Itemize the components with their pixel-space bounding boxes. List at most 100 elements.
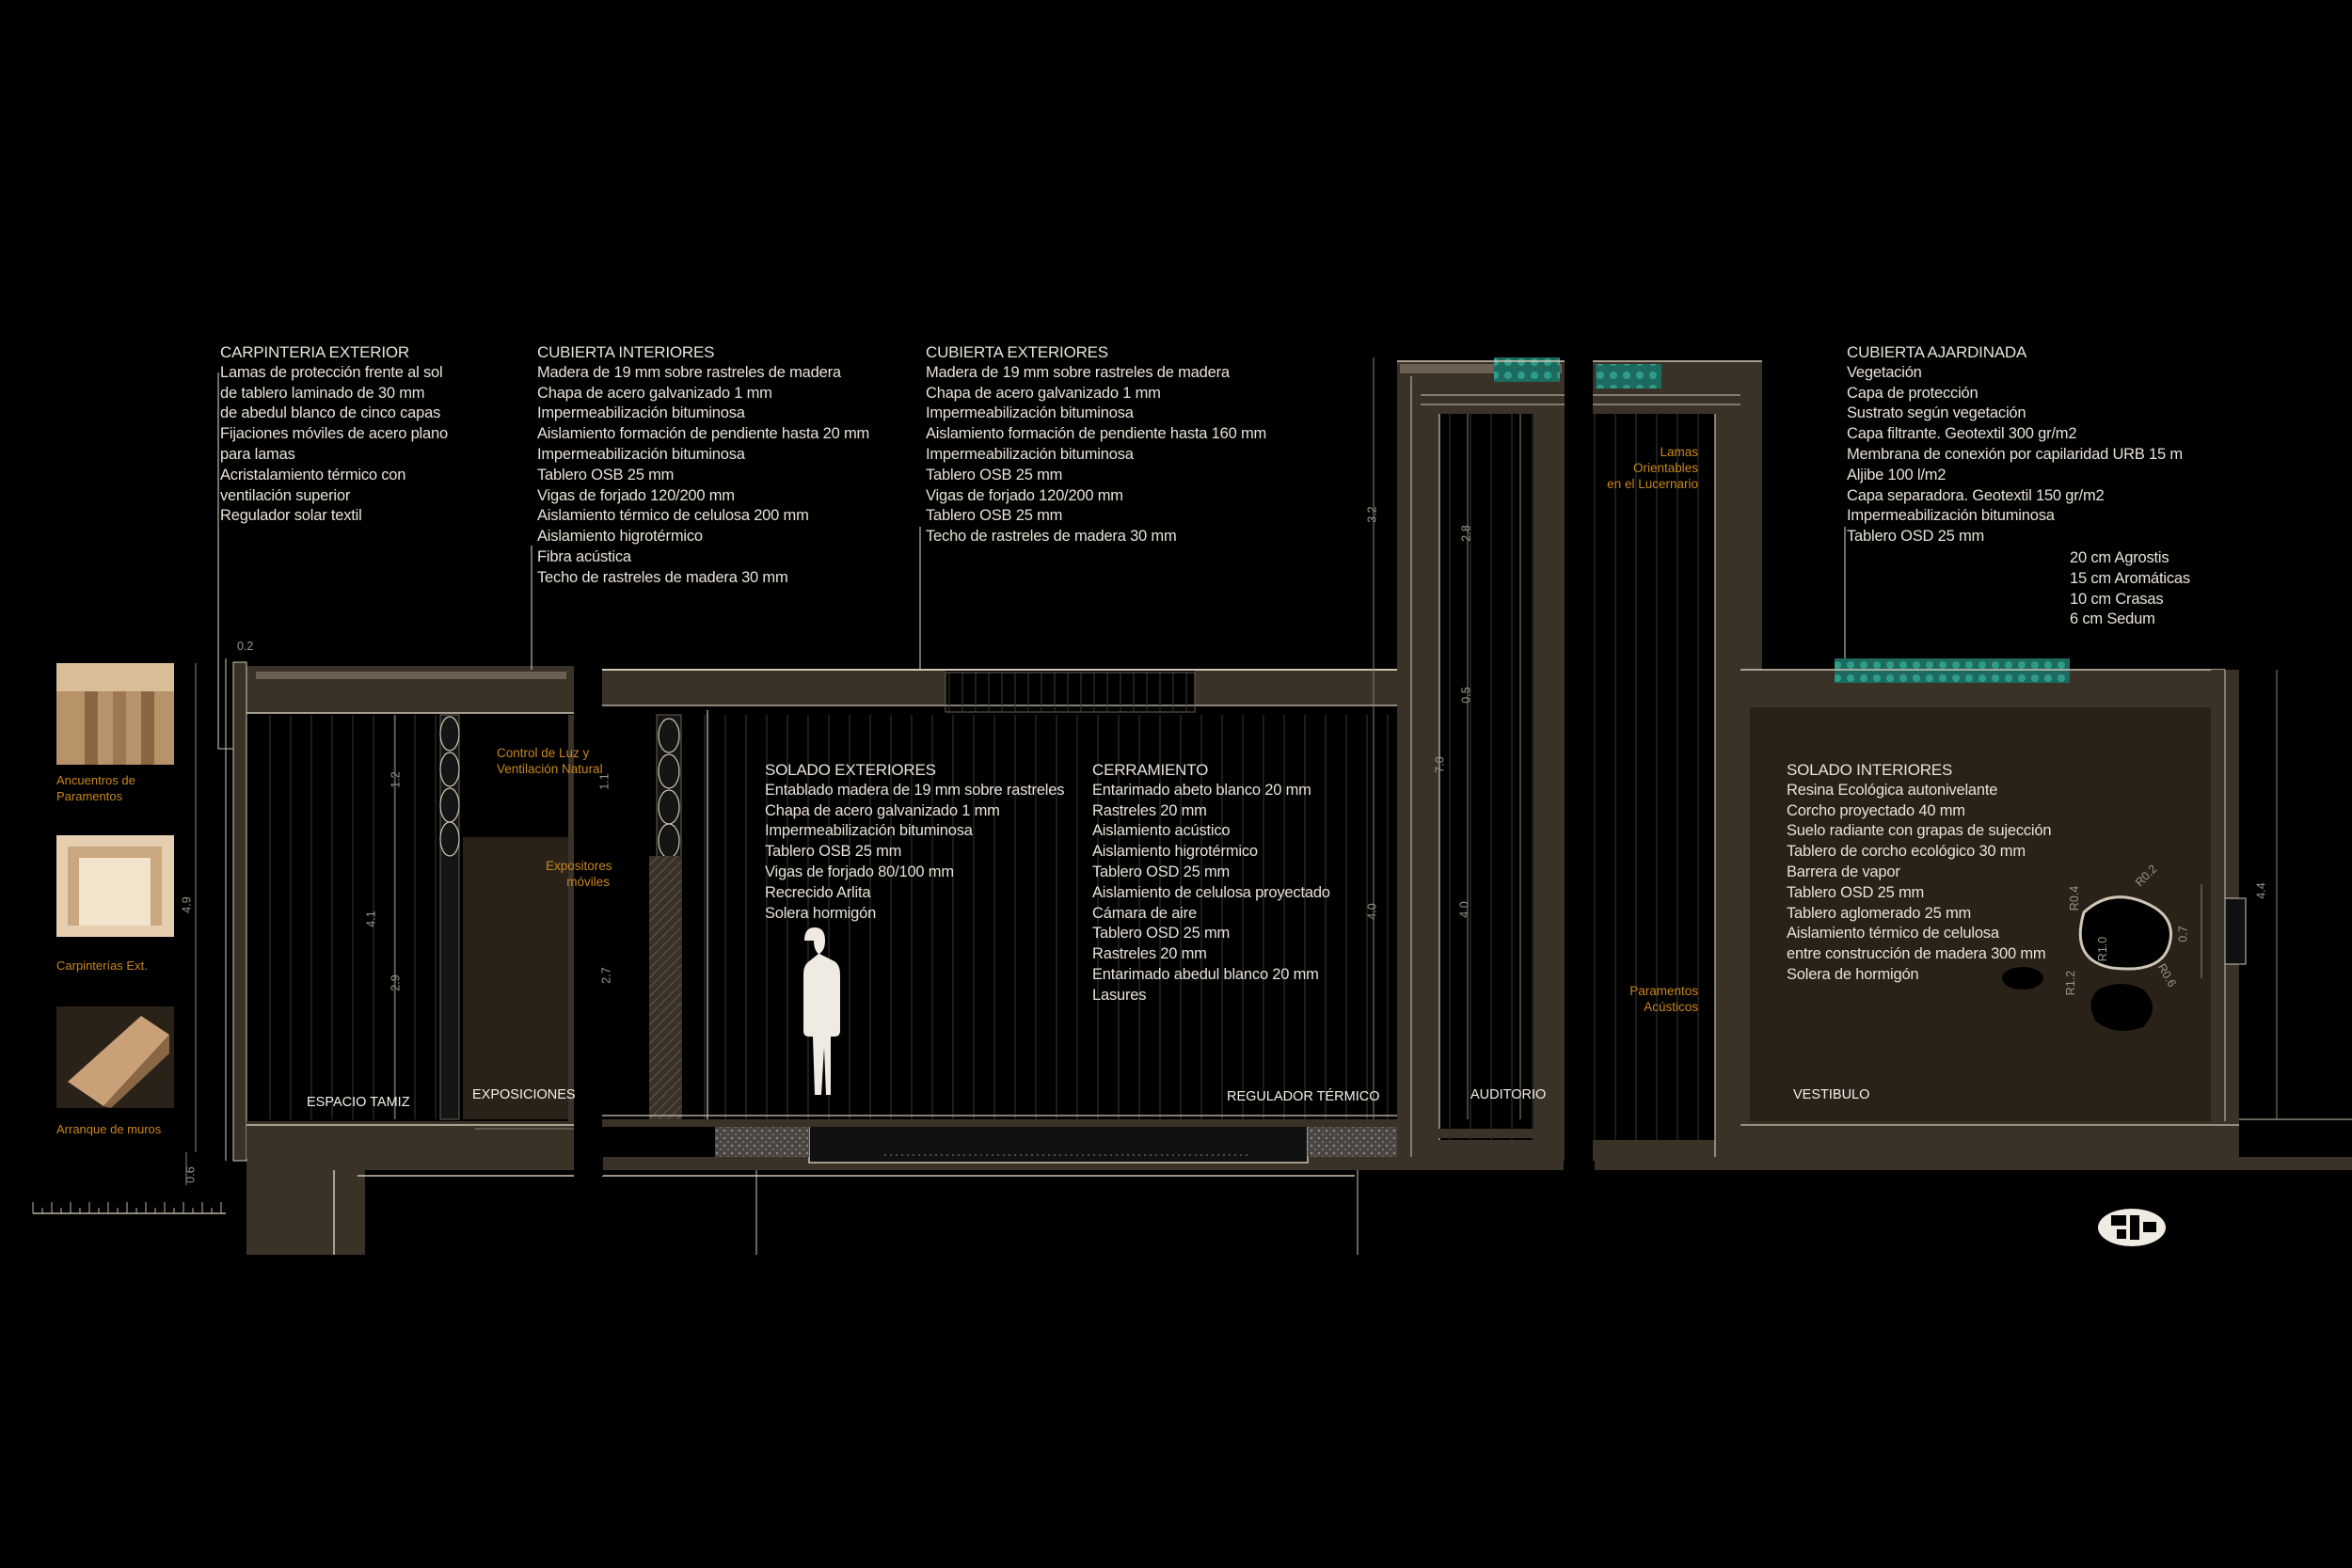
note-line: Impermeabilización bituminosa (537, 445, 745, 463)
note-line: Entarimado abedul blanco 20 mm (1092, 965, 1319, 983)
note-title: SOLADO INTERIORES (1787, 761, 1953, 779)
note-line: Resina Ecológica autonivelante (1787, 781, 1998, 799)
skylight-tower (1593, 360, 1762, 1161)
note-line: Vegetación (1847, 363, 1922, 381)
dim-4-0-a: 4.0 (1365, 903, 1379, 920)
note-line: Regulador solar textil (220, 507, 362, 525)
label-line: Acústicos (1644, 1000, 1698, 1014)
note-cubierta-exteriores: CUBIERTA EXTERIORES Madera de 19 mm sobr… (926, 342, 1266, 547)
space-label-tamiz: ESPACIO TAMIZ (307, 1095, 410, 1110)
dim-r1-0: R1.0 (2096, 936, 2110, 962)
note-line: 6 cm Sedum (2070, 610, 2155, 628)
thumb-caption-carpinterias: Carpinterías Ext. (56, 958, 148, 974)
space-label-regulador: REGULADOR TÉRMICO (1227, 1089, 1380, 1104)
note-line: Corcho proyectado 40 mm (1787, 801, 1965, 819)
note-line: Techo de rastreles de madera 30 mm (926, 528, 1177, 546)
note-line: Impermeabilización bituminosa (537, 404, 745, 422)
dim-1-1: 1.1 (597, 773, 612, 790)
human-silhouette (803, 927, 840, 1095)
note-line: entre construcción de madera 300 mm (1787, 945, 2046, 963)
note-line: Fijaciones móviles de acero plano (220, 425, 448, 443)
middle-block (602, 669, 1411, 1127)
note-carpinteria-exterior: CARPINTERIA EXTERIOR Lamas de protección… (220, 342, 448, 527)
stool-1 (2002, 967, 2043, 990)
note-title: CUBIERTA EXTERIORES (926, 343, 1108, 361)
stool-2 (2090, 984, 2153, 1031)
dim-r1-2: R1.2 (2064, 970, 2078, 996)
dim-4-9: 4.9 (180, 896, 194, 913)
label-line: Expositores (546, 859, 612, 873)
note-line: Aljibe 100 l/m2 (1847, 466, 1947, 483)
caption-line: Arranque de muros (56, 1122, 162, 1136)
note-line: Tablero OSD 25 mm (1787, 883, 1925, 901)
note-line: Vigas de forjado 120/200 mm (926, 486, 1123, 504)
dim-4-0-b: 4.0 (1457, 901, 1471, 918)
note-line: Fibra acústica (537, 547, 631, 565)
louver-stack-middle (649, 714, 682, 1120)
dim-4-1: 4.1 (364, 911, 378, 927)
note-line: Lasures (1092, 986, 1147, 1004)
dim-7-0: 7.0 (1433, 756, 1447, 773)
note-line: Membrana de conexión por capilaridad URB… (1847, 445, 2183, 463)
note-line: Techo de rastreles de madera 30 mm (537, 568, 788, 586)
note-line: Lamas de protección frente al sol (220, 363, 443, 381)
note-line: Impermeabilización bituminosa (765, 822, 973, 840)
note-vegetacion-heights: 20 cm Agrostis 15 cm Aromáticas 10 cm Cr… (2070, 548, 2190, 630)
note-line: Aislamiento formación de pendiente hasta… (537, 425, 870, 443)
dim-0-6: 0.6 (183, 1166, 198, 1183)
dim-0-7: 0.7 (2176, 926, 2190, 942)
dim-r0-4: R0.4 (2068, 885, 2082, 911)
dimension-lines (185, 357, 2278, 1185)
note-line: Tablero OSD 25 mm (1092, 863, 1231, 880)
note-line: Tablero OSB 25 mm (765, 843, 902, 861)
left-block (225, 658, 574, 1162)
note-title: SOLADO EXTERIORES (765, 761, 936, 779)
thumb-arranque-image (56, 1006, 174, 1108)
bench-furniture (2078, 895, 2172, 971)
note-line: Tablero OSB 25 mm (537, 466, 675, 483)
note-line: Chapa de acero galvanizado 1 mm (765, 801, 1000, 819)
space-label-auditorio: AUDITORIO (1470, 1087, 1547, 1102)
note-line: para lamas (220, 445, 295, 463)
note-line: Aislamiento térmico de celulosa 200 mm (537, 507, 809, 525)
note-line: Entablado madera de 19 mm sobre rastrele… (765, 781, 1065, 799)
note-line: Aislamiento higrotérmico (1092, 843, 1258, 861)
dim-2-9: 2.9 (389, 974, 403, 991)
note-title: CERRAMIENTO (1092, 761, 1209, 779)
thumb-caption-encuentros: Ancuentros de Paramentos (56, 772, 135, 804)
dim-3-2: 3.2 (1365, 506, 1379, 523)
note-cubierta-interiores: CUBIERTA INTERIORES Madera de 19 mm sobr… (537, 342, 869, 589)
label-line: Control de Luz y (497, 746, 590, 760)
label-line: Lamas Orientables (1632, 445, 1698, 475)
note-line: Solera hormigón (765, 904, 877, 922)
note-line: 20 cm Agrostis (2070, 549, 2169, 566)
note-line: 10 cm Crasas (2070, 590, 2164, 608)
note-line: Recrecido Arlita (765, 883, 871, 901)
note-line: Impermeabilización bituminosa (926, 445, 1134, 463)
label-line: Paramentos (1629, 984, 1698, 998)
note-line: Aislamiento acústico (1092, 822, 1231, 840)
note-solado-interiores: SOLADO INTERIORES Resina Ecológica auton… (1787, 760, 2052, 986)
note-line: Impermeabilización bituminosa (926, 404, 1134, 422)
dim-4-4: 4.4 (2254, 882, 2268, 899)
label-expositores: Expositores móviles (546, 858, 612, 890)
note-line: Rastreles 20 mm (1092, 945, 1207, 963)
note-line: Barrera de vapor (1787, 863, 1900, 880)
label-line: en el Lucernario (1607, 477, 1698, 491)
vestibulo-block (1740, 658, 2352, 1159)
note-line: Entarimado abeto blanco 20 mm (1092, 781, 1311, 799)
note-title: CARPINTERIA EXTERIOR (220, 343, 409, 361)
thumb-encuentros-image (56, 663, 174, 765)
dim-0-5: 0.5 (1459, 687, 1473, 704)
note-cerramiento: CERRAMIENTO Entarimado abeto blanco 20 m… (1092, 760, 1330, 1006)
louver-stack-left (439, 714, 460, 1120)
dim-0-2: 0.2 (237, 640, 254, 653)
note-line: Aislamiento formación de pendiente hasta… (926, 425, 1267, 443)
note-line: Tablero de corcho ecológico 30 mm (1787, 843, 2026, 861)
note-line: Tablero OSB 25 mm (926, 507, 1063, 525)
space-label-exposiciones: EXPOSICIONES (472, 1087, 576, 1102)
thumb-caption-arranque: Arranque de muros (56, 1121, 161, 1137)
note-title: CUBIERTA AJARDINADA (1847, 343, 2027, 361)
dim-2-7: 2.7 (599, 967, 613, 984)
